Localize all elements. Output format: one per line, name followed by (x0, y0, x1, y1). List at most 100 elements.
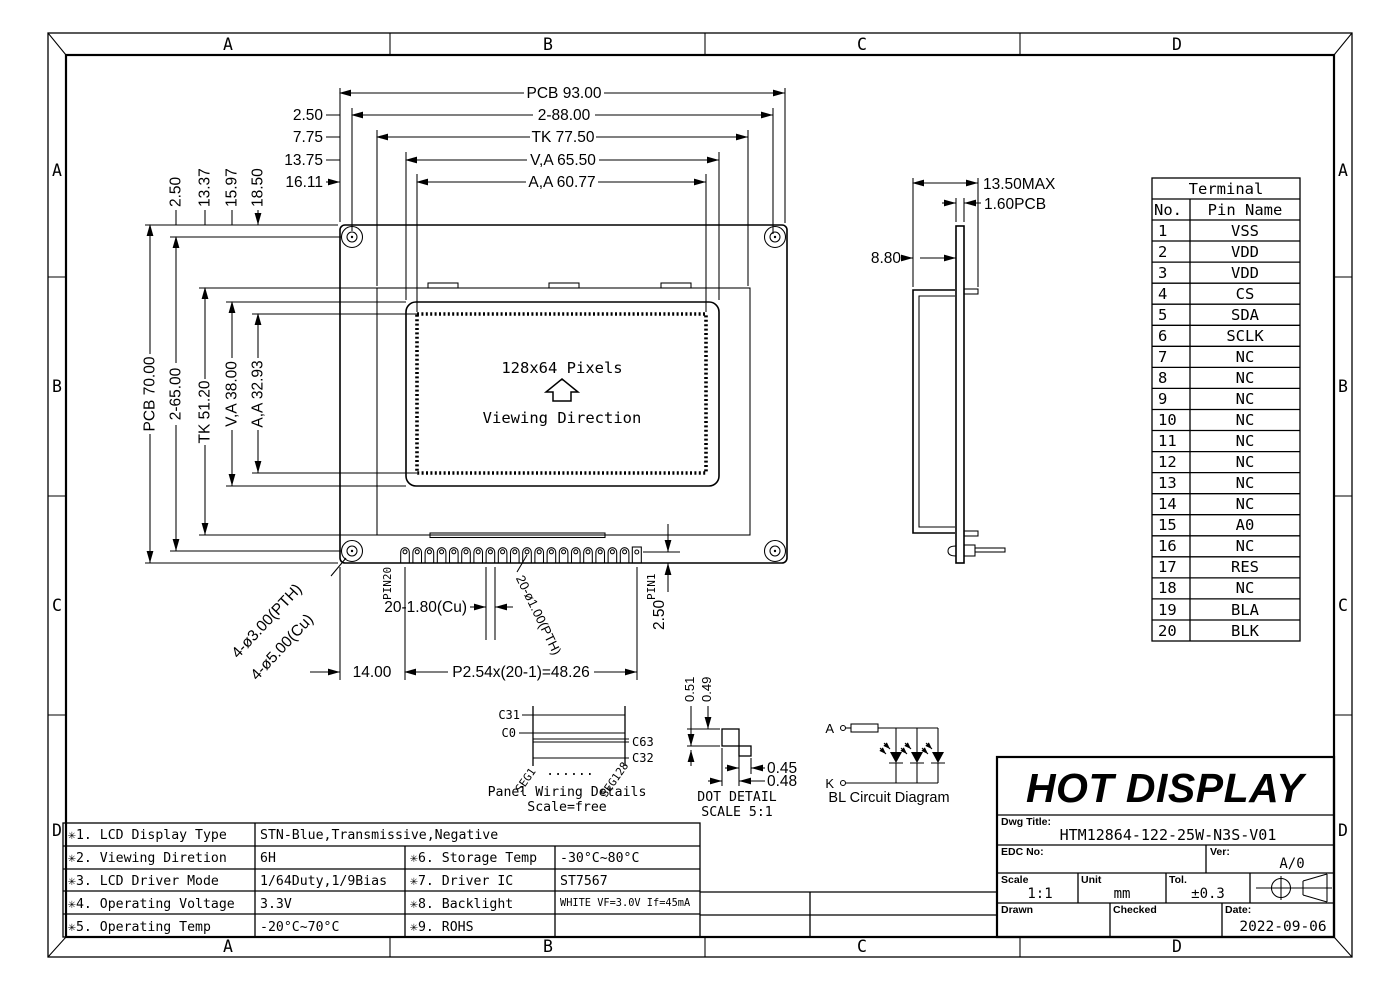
grid-letter: D (1338, 821, 1348, 840)
title-block: HOT DISPLAY Dwg Title: HTM12864-122-25W-… (995, 755, 1336, 939)
date-value: 2022-09-06 (1239, 919, 1326, 935)
terminal-no: 6 (1158, 327, 1167, 345)
dim-pin-offset: 14.00 (353, 664, 392, 681)
date-label: Date: (1225, 904, 1251, 916)
grid-letter: C (857, 937, 867, 956)
tol-value: ±0.3 (1191, 886, 1225, 902)
terminal-no: 13 (1158, 474, 1177, 492)
spec-key: ✳6. Storage Temp (410, 851, 537, 866)
spec-value: 6H (260, 851, 276, 866)
castellated-pins (400, 546, 642, 564)
bl-circuit-title: BL Circuit Diagram (828, 790, 949, 806)
scale-label: Scale (1001, 874, 1029, 886)
edc-no-label: EDC No: (1001, 846, 1044, 858)
grid-letter: D (1172, 35, 1182, 54)
spec-value: ST7567 (560, 874, 608, 889)
side-view: 13.50MAX 1.60PCB 8.80 (871, 176, 1056, 564)
dim-va-width: V,A 65.50 (530, 152, 596, 169)
terminal-no: 2 (1158, 243, 1167, 261)
grid-letter: A (1338, 161, 1348, 180)
viewing-direction-arrow-icon (543, 378, 581, 402)
side-pin (947, 544, 1006, 557)
terminal-table-title: Terminal (1189, 180, 1264, 198)
dim-offset-left-18_50: 18.50 (250, 168, 267, 207)
terminal-pin: NC (1236, 348, 1255, 366)
terminal-pin: VDD (1231, 264, 1259, 282)
unit-label: Unit (1081, 874, 1102, 886)
spec-key: ✳3. LCD Driver Mode (68, 874, 219, 889)
terminal-pin: NC (1236, 369, 1255, 387)
terminal-no: 4 (1158, 285, 1167, 303)
dim-dot-0_51: 0.51 (682, 677, 697, 702)
terminal-pin: NC (1236, 432, 1255, 450)
dim-pcb-height: PCB 70.00 (142, 356, 159, 431)
grid-letter: C (857, 35, 867, 54)
grid-letter: C (52, 596, 62, 615)
terminal-pin: CS (1236, 285, 1255, 303)
dim-offset-left-15_97: 15.97 (224, 168, 241, 207)
pcb-outline (339, 224, 788, 564)
grid-letter: D (1172, 937, 1182, 956)
terminal-no: 18 (1158, 579, 1177, 597)
pin1-label: PIN1 (645, 574, 658, 601)
dwg-title-label: Dwg Title: (1001, 816, 1051, 828)
scale-value: 1:1 (1027, 886, 1052, 902)
spec-key: ✳1. LCD Display Type (68, 828, 227, 843)
spec-table: ✳1. LCD Display Type STN-Blue,Transmissi… (62, 822, 997, 938)
spec-value: -30°C~80°C (560, 851, 639, 866)
grid-letter: D (52, 821, 62, 840)
dim-offset-left-2_50: 2.50 (168, 176, 185, 207)
version-label: Ver: (1210, 846, 1230, 858)
terminal-col-no: No. (1154, 201, 1182, 219)
side-frame-outer (912, 289, 955, 534)
spec-value: -20°C~70°C (260, 920, 339, 935)
terminal-no: 16 (1158, 537, 1177, 555)
terminal-no: 8 (1158, 369, 1167, 387)
dim-offset-7_75: 7.75 (293, 129, 323, 146)
company-logo: HOT DISPLAY (1026, 765, 1307, 811)
dim-offset-16_11: 16.11 (285, 174, 323, 191)
terminal-pin: NC (1236, 537, 1255, 555)
bezel-opening (405, 301, 720, 487)
spec-key: ✳8. Backlight (410, 897, 513, 912)
projection-symbol-icon (1256, 873, 1332, 903)
spec-value: 1/64Duty,1/9Bias (260, 874, 387, 889)
grid-letter: B (1338, 377, 1348, 396)
anode-label: A (825, 721, 834, 736)
terminal-pin: NC (1236, 495, 1255, 513)
side-pcb (955, 225, 965, 564)
spec-key: ✳7. Driver IC (410, 874, 513, 889)
spec-key: ✳9. ROHS (410, 920, 474, 935)
terminal-pin: VDD (1231, 243, 1259, 261)
terminal-pin: SCLK (1226, 327, 1264, 345)
terminal-no: 20 (1158, 622, 1177, 640)
panel-wiring-title: Panel Wiring Details (488, 785, 647, 800)
metal-frame (376, 282, 751, 539)
terminal-no: 19 (1158, 601, 1177, 619)
grid-letter: B (52, 377, 62, 396)
spec-value: STN-Blue,Transmissive,Negative (260, 828, 498, 843)
tol-label: Tol. (1169, 874, 1187, 886)
label-c0: C0 (502, 726, 516, 740)
dim-pin-edge: 2.50 (651, 599, 668, 630)
checked-label: Checked (1113, 904, 1157, 916)
terminal-pin: NC (1236, 390, 1255, 408)
viewing-direction-text: Viewing Direction (483, 409, 642, 427)
wiring-dots: ...... (546, 764, 594, 779)
dim-pin-pitch: P2.54x(20-1)=48.26 (452, 664, 589, 681)
dim-tk-width: TK 77.50 (532, 129, 595, 146)
terminal-pin: VSS (1231, 222, 1259, 240)
panel-wiring-scale: Scale=free (527, 800, 606, 815)
mounting-holes (340, 225, 787, 563)
dim-pad-width: 20-1.80(Cu) (384, 599, 467, 616)
spec-key: ✳5. Operating Temp (68, 920, 211, 935)
terminal-pin: RES (1231, 558, 1259, 576)
sheet-border: A B C D A B C D A B C D A B C D (47, 32, 1353, 958)
dot-detail: 0.51 0.49 0.45 0.48 DOT DETAIL SCALE 5:1 (682, 677, 797, 820)
grid-letter: A (223, 35, 233, 54)
terminal-no: 11 (1158, 432, 1177, 450)
dim-aa-width: A,A 60.77 (528, 174, 595, 191)
